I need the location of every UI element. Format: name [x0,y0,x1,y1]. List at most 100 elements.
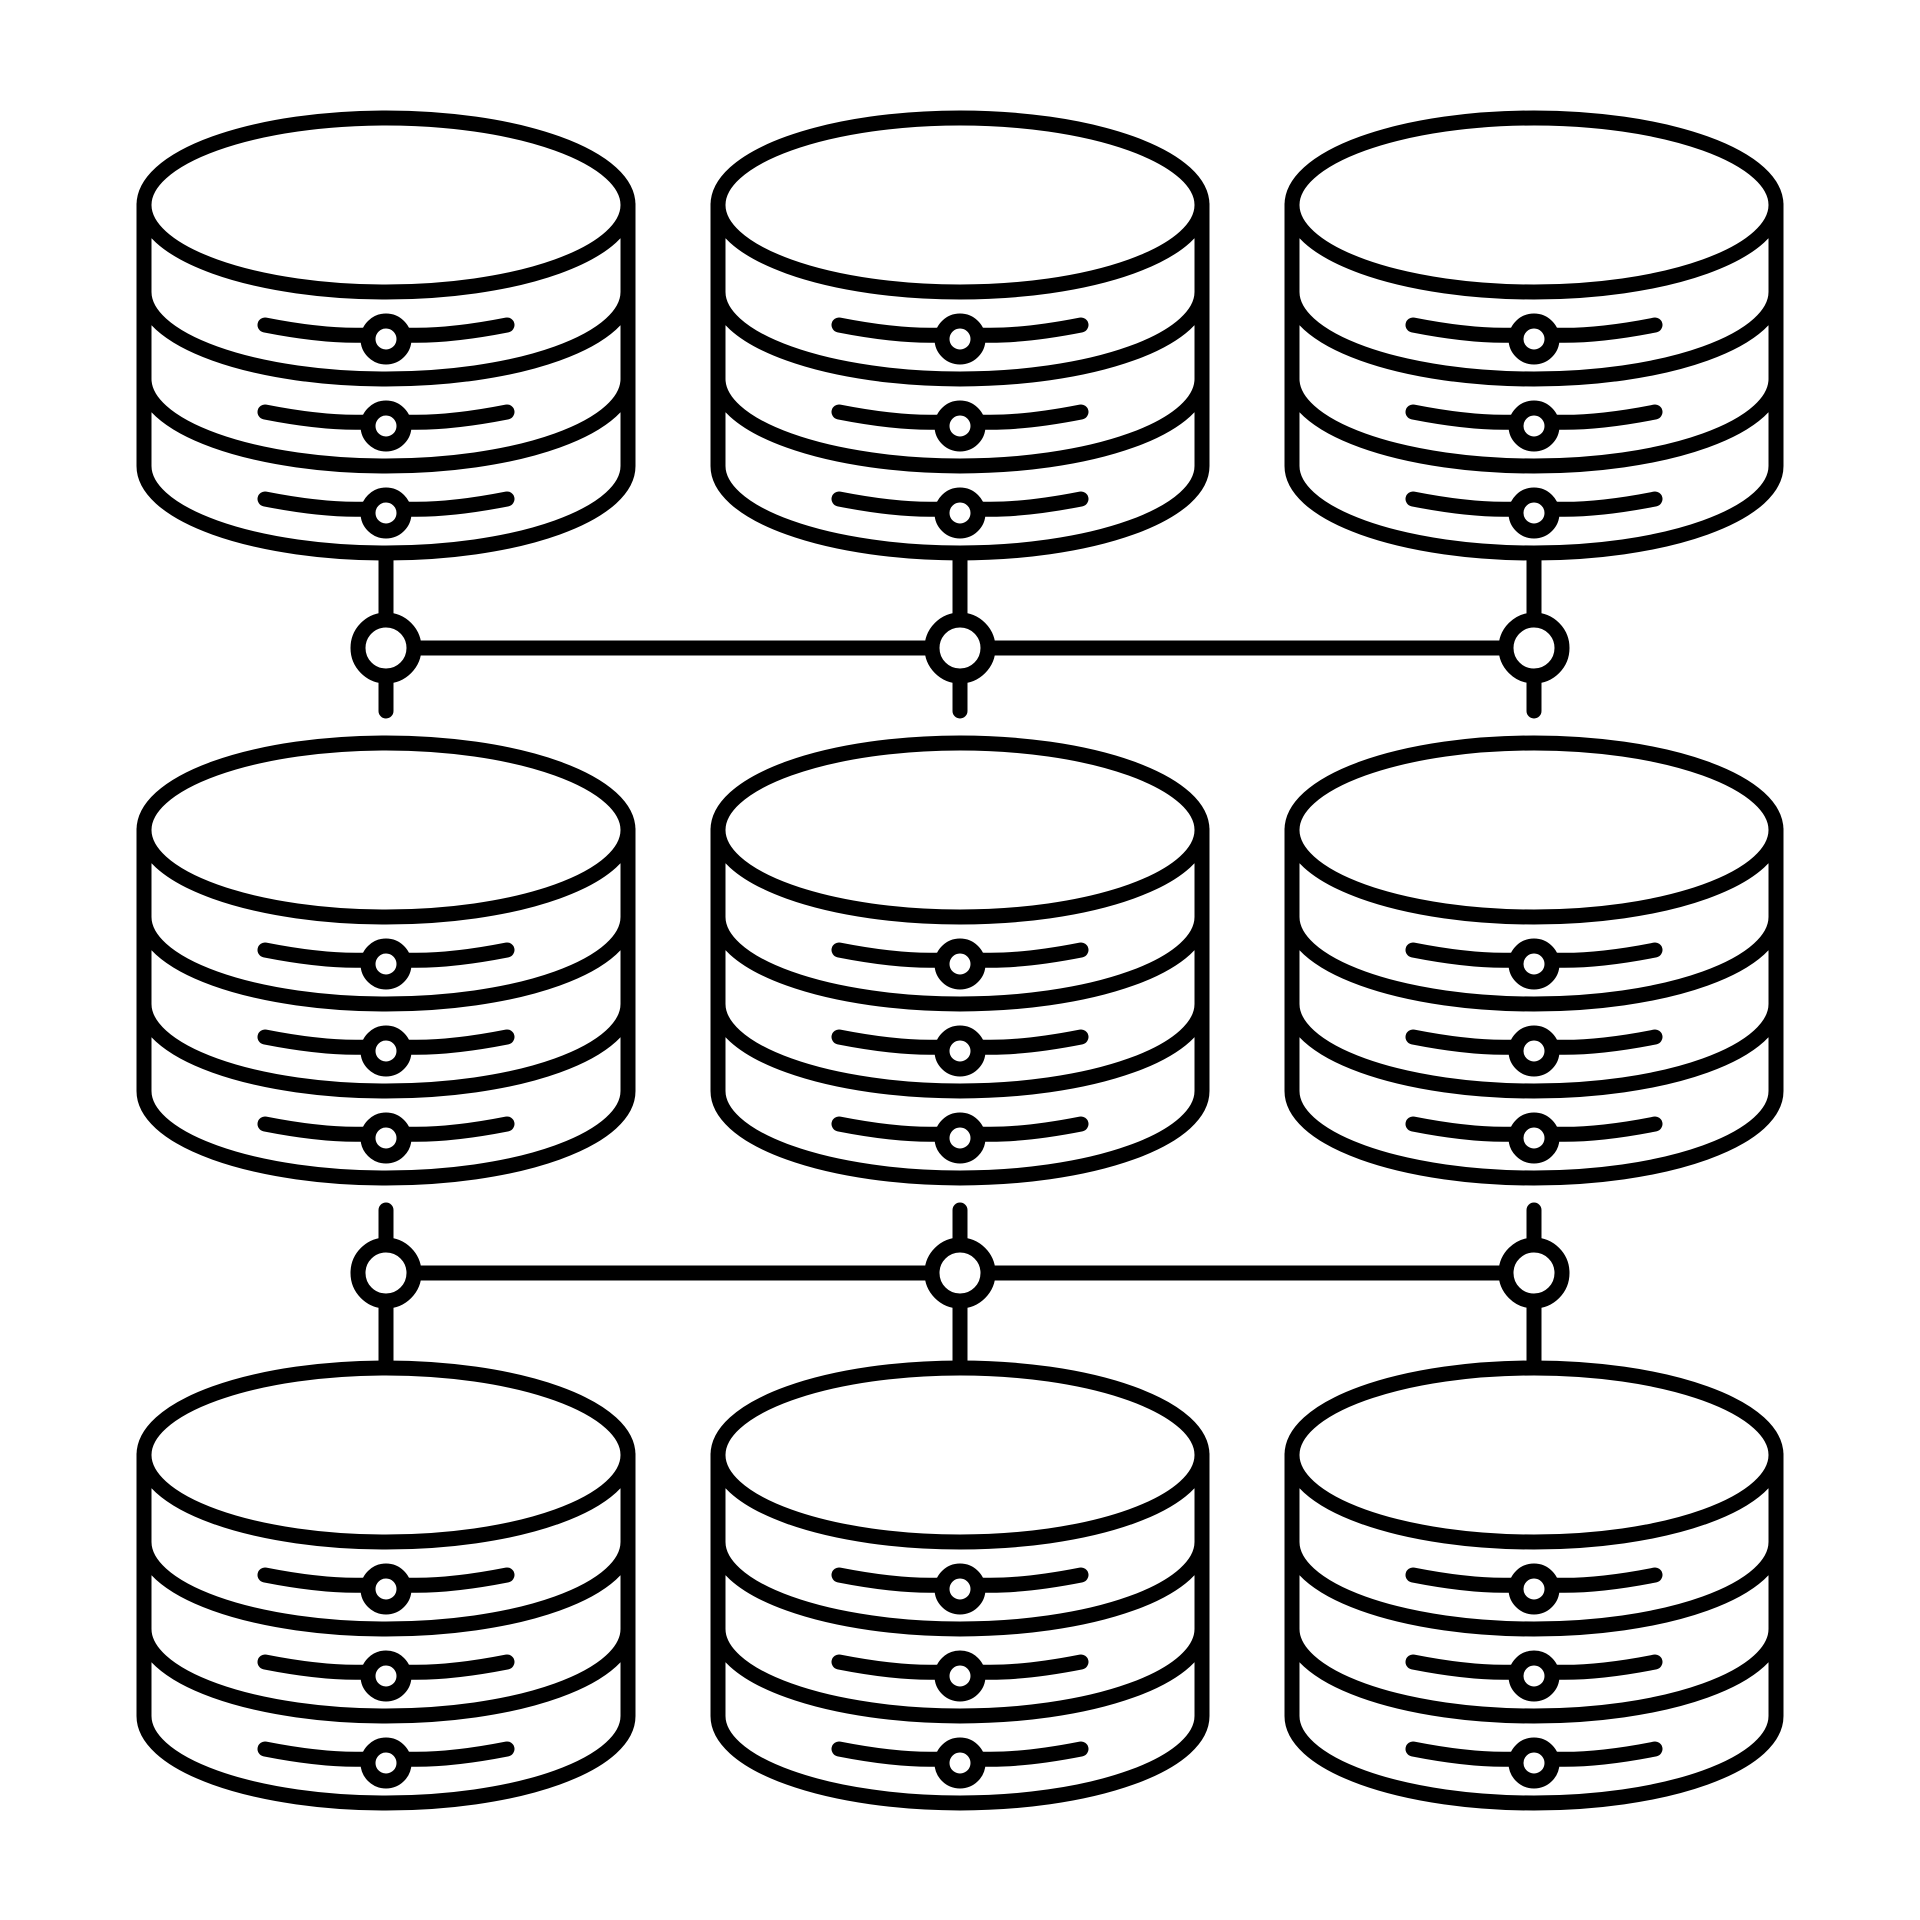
platter-separator [1284,1534,1784,1637]
platter-separator [710,1534,1210,1637]
indicator-line-right [1544,1567,1663,1593]
platter-separator [1284,996,1784,1099]
indicator-line-right [1544,942,1663,968]
platter-indicator [831,1112,1089,1164]
database-top [710,1360,1210,1550]
indicator-line-left [1405,1741,1524,1767]
database-top [1284,110,1784,300]
status-light-icon [360,1025,412,1077]
status-light-icon [1508,313,1560,365]
indicator-line-right [396,317,515,343]
status-light-icon [934,1737,986,1789]
indicator-line-right [970,1654,1089,1680]
database-2-2 [710,735,1210,1186]
platter-indicator [831,1650,1089,1702]
indicator-line-right [1544,317,1663,343]
status-light-icon [934,938,986,990]
status-light-icon [1508,487,1560,539]
indicator-line-left [1405,1567,1524,1593]
indicator-line-left [1405,942,1524,968]
platter-indicator [257,938,515,990]
platter-separator [710,1621,1210,1724]
database-top [710,735,1210,925]
indicator-line-left [831,1654,950,1680]
platter-indicator [1405,400,1663,452]
network-hub-2-3 [1498,1237,1570,1309]
indicator-line-left [1405,491,1524,517]
indicator-line-right [1544,1654,1663,1680]
platter-indicator [831,1025,1089,1077]
indicator-line-left [1405,1116,1524,1142]
platter-separator [136,1621,636,1724]
status-light-icon [1508,1737,1560,1789]
platter-indicator [257,1025,515,1077]
platter-indicator [257,313,515,365]
indicator-line-left [257,404,376,430]
indicator-line-right [396,1567,515,1593]
database-3-1 [136,1360,636,1811]
database-2-1 [136,735,636,1186]
status-light-icon [934,313,986,365]
platter-separator [710,996,1210,1099]
indicator-line-right [970,1116,1089,1142]
status-light-icon [1508,1650,1560,1702]
indicator-line-right [970,404,1089,430]
status-light-icon [934,487,986,539]
indicator-line-left [257,1741,376,1767]
indicator-line-left [831,1029,950,1055]
indicator-line-left [257,317,376,343]
indicator-line-right [970,317,1089,343]
status-light-icon [934,1650,986,1702]
indicator-line-left [831,1567,950,1593]
indicator-line-left [831,404,950,430]
platter-separator [136,284,636,387]
indicator-line-right [396,404,515,430]
platter-indicator [831,400,1089,452]
platter-indicator [1405,1650,1663,1702]
status-light-icon [360,938,412,990]
status-light-icon [1508,1112,1560,1164]
network-hub-2-1 [350,1237,422,1309]
database-top [710,110,1210,300]
platter-indicator [257,487,515,539]
indicator-line-right [396,1741,515,1767]
database-top [1284,1360,1784,1550]
platter-indicator [257,1112,515,1164]
platter-indicator [257,1650,515,1702]
database-top [136,735,636,925]
status-light-icon [934,400,986,452]
status-light-icon [360,1563,412,1615]
platter-separator [1284,284,1784,387]
platter-indicator [1405,1563,1663,1615]
status-light-icon [934,1025,986,1077]
indicator-line-right [1544,1116,1663,1142]
platter-indicator [831,1563,1089,1615]
platter-indicator [1405,1112,1663,1164]
status-light-icon [360,1112,412,1164]
platter-indicator [1405,1737,1663,1789]
database-1-3 [1284,110,1784,561]
indicator-line-left [257,942,376,968]
database-3-3 [1284,1360,1784,1811]
indicator-line-right [1544,1029,1663,1055]
network-hub-1-3 [1498,612,1570,684]
status-light-icon [360,400,412,452]
indicator-line-left [257,491,376,517]
indicator-line-left [1405,1029,1524,1055]
indicator-line-left [1405,317,1524,343]
status-light-icon [1508,938,1560,990]
platter-indicator [1405,313,1663,365]
database-top [136,110,636,300]
platter-separator [136,371,636,474]
status-light-icon [934,1112,986,1164]
indicator-line-left [257,1116,376,1142]
status-light-icon [1508,1563,1560,1615]
platter-separator [710,909,1210,1012]
platter-indicator [831,938,1089,990]
indicator-line-right [1544,491,1663,517]
platter-indicator [257,1737,515,1789]
status-light-icon [360,487,412,539]
platter-indicator [1405,938,1663,990]
database-3-2 [710,1360,1210,1811]
